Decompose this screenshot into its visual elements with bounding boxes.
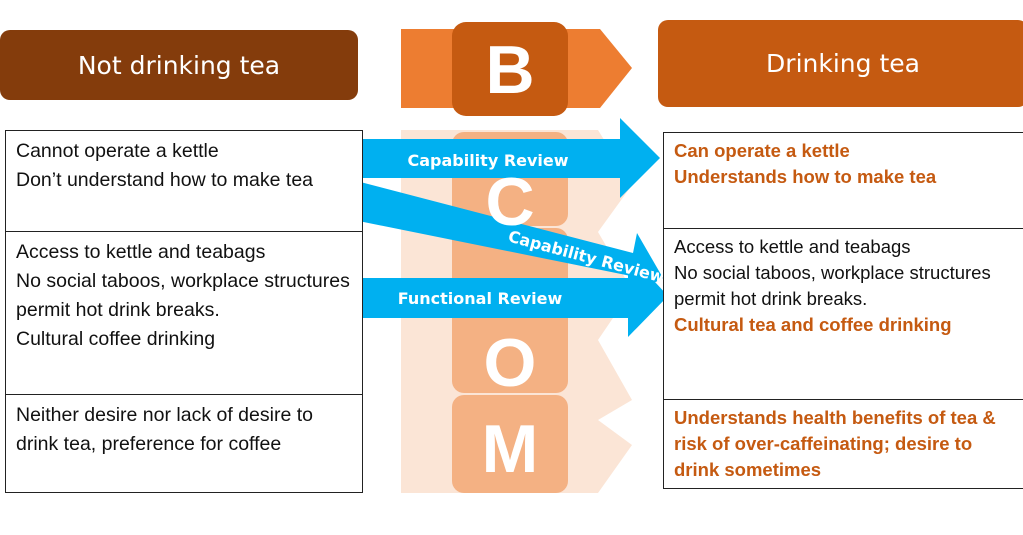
text-line: Understands health benefits of tea & ris… — [674, 407, 996, 480]
arrow-label-1: Capability Review — [407, 151, 568, 170]
opportunity-cell: Access to kettle and teabags No social t… — [664, 228, 1023, 399]
text-line: Don’t understand how to make tea — [16, 169, 314, 191]
o-letter: O — [484, 325, 537, 401]
motivation-cell: Neither desire nor lack of desire to dri… — [6, 394, 362, 492]
b-letter: B — [485, 32, 534, 108]
b-box — [452, 22, 568, 116]
capability-review-arrow-1 — [338, 118, 660, 198]
text-line: Access to kettle and teabags — [674, 236, 911, 257]
text-line: Can operate a kettle — [674, 140, 850, 161]
capability-cell: Cannot operate a kettle Don’t understand… — [6, 131, 362, 231]
not-drinking-tea-header: Not drinking tea — [0, 30, 358, 100]
opportunity-cell: Access to kettle and teabags No social t… — [6, 231, 362, 394]
drinking-table: Can operate a kettle Understands how to … — [663, 132, 1023, 489]
capability-cell: Can operate a kettle Understands how to … — [664, 133, 1023, 228]
arrow-label-3: Functional Review — [398, 289, 563, 308]
capability-review-arrow-2 — [329, 178, 663, 297]
text-line: Cultural tea and coffee drinking — [674, 314, 952, 335]
motivation-cell: Understands health benefits of tea & ris… — [664, 399, 1023, 489]
text-line: Understands how to make tea — [674, 166, 937, 187]
functional-review-arrow — [310, 253, 668, 337]
text-line: Access to kettle and teabags — [16, 241, 266, 263]
text-line: No social taboos, workplace structures p… — [16, 270, 350, 321]
text-line: No social taboos, workplace structures p… — [674, 262, 991, 309]
m-letter: M — [482, 411, 539, 487]
drinking-tea-header: Drinking tea — [658, 20, 1023, 107]
text-line: Neither desire nor lack of desire to dri… — [16, 404, 313, 455]
text-line: Cannot operate a kettle — [16, 140, 219, 162]
c-letter: C — [485, 164, 534, 240]
m-box — [452, 395, 568, 493]
not-drinking-table: Cannot operate a kettle Don’t understand… — [5, 130, 363, 493]
text-line: Cultural coffee drinking — [16, 328, 216, 350]
